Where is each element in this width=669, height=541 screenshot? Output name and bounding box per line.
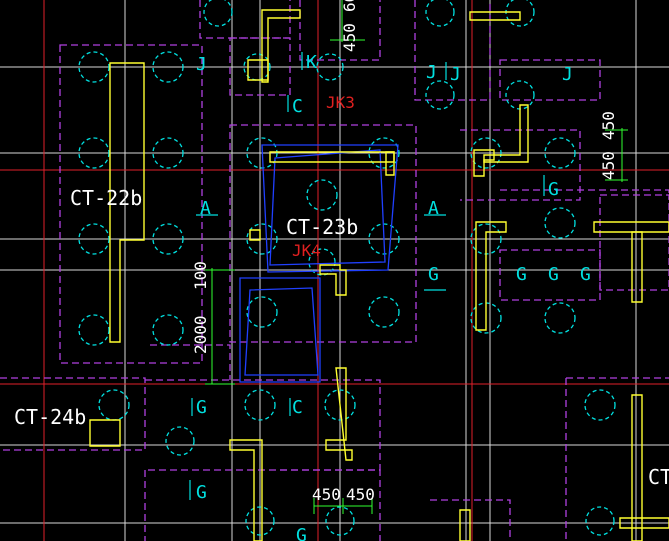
pile-circles	[78, 0, 616, 536]
dim-left-2000: 2000	[191, 315, 210, 354]
marker-g-7: G	[196, 482, 207, 503]
pit-label-jk3: JK3	[326, 93, 355, 112]
cap-label-ct22b: CT-22b	[70, 186, 142, 210]
marker-c-1: C	[292, 96, 303, 117]
dim-bottom-450-b: 450	[346, 485, 375, 504]
dim-right-450-b: 450	[599, 111, 618, 140]
marker-g-8: G	[296, 525, 307, 541]
dimension-lines	[205, 0, 628, 514]
marker-j-1: J	[196, 54, 207, 75]
walls-columns	[89, 9, 669, 541]
marker-j-2: J	[426, 62, 437, 83]
marker-j-4: J	[562, 64, 573, 85]
dim-left-100: 100	[191, 261, 210, 290]
dim-top-450: 450	[340, 23, 359, 52]
marker-k: K	[306, 52, 317, 73]
marker-a-1: A	[200, 198, 211, 219]
cap-label-ct23b: CT-23b	[286, 215, 358, 239]
marker-g-1: G	[428, 264, 439, 285]
pit-label-jk4: JK4	[292, 241, 321, 260]
marker-bars	[189, 52, 545, 500]
marker-c-2: C	[292, 397, 303, 418]
cap-label-partial: CT	[648, 465, 669, 489]
marker-g-3: G	[516, 264, 527, 285]
marker-a-2: A	[428, 198, 439, 219]
dim-bottom-450-a: 450	[312, 485, 341, 504]
marker-g-4: G	[548, 264, 559, 285]
marker-g-2: G	[548, 179, 559, 200]
cap-label-ct24b: CT-24b	[14, 405, 86, 429]
dim-top-60: 60	[340, 0, 359, 12]
marker-g-5: G	[580, 264, 591, 285]
dim-right-450-a: 450	[599, 151, 618, 180]
marker-j-3: J	[450, 64, 461, 85]
marker-g-6: G	[196, 397, 207, 418]
